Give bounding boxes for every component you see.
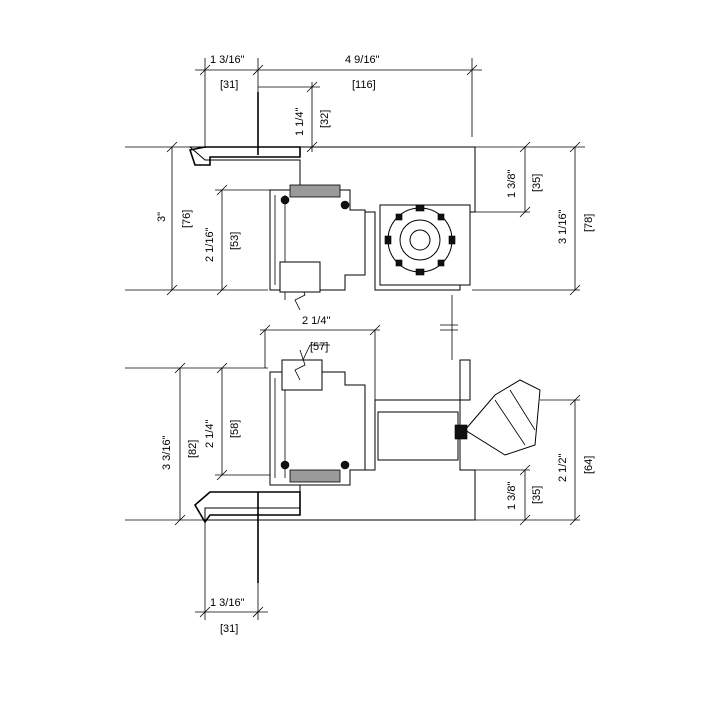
head-weatherstrip bbox=[289, 184, 341, 198]
dim-sill-inner-mm: [58] bbox=[229, 420, 241, 438]
dim-bottom-width-mm: [31] bbox=[220, 623, 238, 635]
dim-sill-right-small-mm: [35] bbox=[531, 486, 543, 504]
dim-head-right-small-mm: [35] bbox=[531, 174, 543, 192]
dim-sill-height-in: 3 3/16" bbox=[161, 435, 173, 470]
dim-head-right-total-in: 3 1/16" bbox=[557, 209, 569, 244]
gear-teeth bbox=[384, 204, 456, 276]
sill-section bbox=[125, 295, 580, 583]
dimension-lines bbox=[166, 58, 585, 620]
dim-sill-width-mm: [57] bbox=[310, 341, 328, 353]
dim-head-height-mm: [76] bbox=[181, 210, 193, 228]
sill-weatherstrip bbox=[289, 469, 341, 483]
operator-arm bbox=[459, 359, 471, 401]
dim-top-left-in: 1 3/16" bbox=[210, 54, 245, 66]
dim-sill-width-in: 2 1/4" bbox=[302, 315, 330, 327]
dim-sill-height-mm: [82] bbox=[187, 440, 199, 458]
dimension-labels: 1 3/16" [31] 4 9/16" [116] 1 1/4" [32] 3… bbox=[156, 54, 595, 635]
dim-head-inner-in: 2 1/16" bbox=[204, 227, 216, 262]
dim-head-inner-mm: [53] bbox=[229, 232, 241, 250]
dim-top-total-mm: [116] bbox=[352, 79, 376, 91]
dim-head-right-total-mm: [78] bbox=[583, 214, 595, 232]
dim-top-fin-mm: [32] bbox=[319, 110, 331, 128]
dim-bottom-width-in: 1 3/16" bbox=[210, 597, 245, 609]
dim-top-fin-in: 1 1/4" bbox=[294, 108, 306, 136]
dim-top-left-mm: [31] bbox=[220, 79, 238, 91]
operator-base bbox=[377, 411, 459, 461]
sill-sash bbox=[269, 371, 366, 486]
dim-sill-right-small-in: 1 3/8" bbox=[506, 482, 518, 510]
dim-sill-right-total-in: 2 1/2" bbox=[557, 454, 569, 482]
dim-top-total-in: 4 9/16" bbox=[345, 54, 380, 66]
head-section bbox=[125, 92, 580, 311]
dim-head-right-small-in: 1 3/8" bbox=[506, 170, 518, 198]
head-nailing-flange bbox=[188, 146, 301, 166]
dim-sill-inner-in: 2 1/4" bbox=[204, 420, 216, 448]
crank-handle bbox=[464, 379, 541, 456]
dim-head-height-in: 3" bbox=[156, 212, 168, 222]
dim-sill-right-total-mm: [64] bbox=[583, 456, 595, 474]
crank-hub bbox=[454, 424, 468, 440]
